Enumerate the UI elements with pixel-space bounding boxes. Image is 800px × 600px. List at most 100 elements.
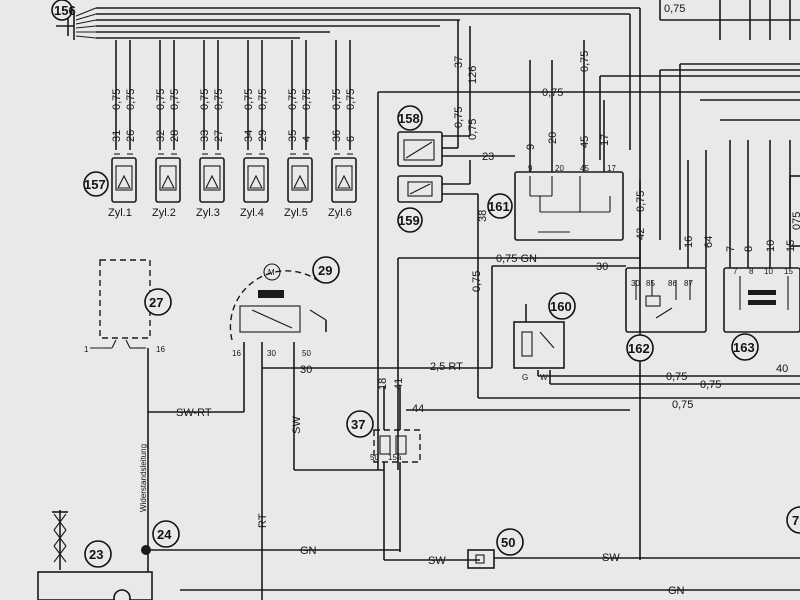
component-7 <box>786 506 800 534</box>
wire-42: 42 <box>635 228 647 240</box>
component-50 <box>496 528 524 556</box>
wire-size-top: 0,75 <box>664 3 685 15</box>
pin-161-20: 20 <box>555 164 564 173</box>
sensor-159: 159 38 0,75 <box>397 160 489 398</box>
injector-label: Zyl.1 <box>108 207 132 219</box>
wire-23: 23 <box>482 151 494 163</box>
pin-162-87: 87 <box>684 279 693 288</box>
component-157 <box>83 171 109 197</box>
component-50-label: 50 <box>501 535 515 550</box>
component-159-label: 159 <box>398 213 420 228</box>
pin-163-7: 7 <box>733 267 738 276</box>
injector-terminal-a: 35 <box>287 130 299 142</box>
component-161 <box>487 193 513 219</box>
wire-20: 20 <box>547 132 559 144</box>
injector-terminal-b: 28 <box>169 130 181 142</box>
pin-163-10: 10 <box>764 267 773 276</box>
injector-wire-size-b: 0,75 <box>213 89 225 110</box>
injector-wire-size-a: 0,75 <box>111 89 123 110</box>
component-37 <box>346 410 374 438</box>
bottom-section: 24 GN 23 GN <box>37 510 800 600</box>
pin-29-16: 16 <box>232 349 241 358</box>
wire-sw-29: SW <box>291 416 303 434</box>
component-160 <box>548 292 576 320</box>
component-23 <box>84 540 112 568</box>
wire-gn-bottom: GN <box>668 585 685 597</box>
wire-30-upper: 30 <box>596 261 608 273</box>
injector-terminal-b: 4 <box>301 136 313 142</box>
pin-160-w: W <box>540 373 548 382</box>
pin-163-15: 15 <box>784 267 793 276</box>
wire-rt: RT <box>257 513 269 528</box>
wire-64: 64 <box>703 236 715 248</box>
component-37-block: 37 50 15a 44 18 41 <box>346 378 630 561</box>
wire-126: 126 <box>467 66 479 84</box>
component-37-label: 37 <box>351 417 365 432</box>
motor-symbol: M <box>268 268 275 277</box>
pin-161-45: 45 <box>580 164 589 173</box>
injector-wire-size-b: 0,75 <box>169 89 181 110</box>
injector-wire-size-b: 0,75 <box>301 89 313 110</box>
injector-wire-size-b: 0,75 <box>345 89 357 110</box>
component-50-block: 50 SW SW 7 <box>428 506 800 569</box>
wire-8: 8 <box>743 246 755 252</box>
injector-terminal-b: 27 <box>213 130 225 142</box>
wire-42-size: 0,75 <box>635 191 647 212</box>
injector-label: Zyl.6 <box>328 207 352 219</box>
component-163-label: 163 <box>733 340 755 355</box>
pin-29-30: 30 <box>267 349 276 358</box>
injector-wire-size-a: 0,75 <box>331 89 343 110</box>
component-158 <box>397 105 423 131</box>
component-27-block: 27 1 16 Widerstandsleitung SW-RT <box>84 259 244 552</box>
wire-38: 38 <box>477 210 489 222</box>
ground-harness-156: 156 <box>51 0 640 40</box>
wire-far-right: 075 <box>791 212 800 230</box>
injector-label: Zyl.5 <box>284 207 308 219</box>
injector-terminal-b: 29 <box>257 130 269 142</box>
pin-161-9: 9 <box>528 164 533 173</box>
injector-label: Zyl.2 <box>152 207 176 219</box>
component-163 <box>731 333 759 361</box>
component-158-label: 158 <box>398 111 420 126</box>
pin-37-50: 50 <box>370 453 379 462</box>
wire-160-size-a: 0,75 <box>666 371 687 383</box>
injector-wire-size-a: 0,75 <box>287 89 299 110</box>
top-right-wires: 0,75 0,75 <box>377 0 800 560</box>
component-162 <box>626 334 654 362</box>
component-162-label: 162 <box>628 341 650 356</box>
wire-sw-rt: SW-RT <box>176 407 212 419</box>
starter-29: M 29 16 30 50 30 2,5 RT SW RT <box>229 256 492 600</box>
wire-9: 9 <box>525 144 537 150</box>
injector-wire-size-b: 0,75 <box>257 89 269 110</box>
pin-160-g: G <box>522 373 528 382</box>
injector-terminal-a: 32 <box>155 130 167 142</box>
injectors-157: 157 <box>83 171 109 197</box>
wire-sw-50-right: SW <box>602 552 620 564</box>
wire-38-size: 0,75 <box>471 271 483 292</box>
wire-37: 37 <box>453 56 465 68</box>
injector-label: Zyl.3 <box>196 207 220 219</box>
injector-terminal-a: 33 <box>199 130 211 142</box>
component-163-block: 163 7 8 10 15 7 8 10 15 075 <box>723 140 800 361</box>
component-156-label: 156 <box>54 3 76 18</box>
wire-7: 7 <box>725 246 737 252</box>
component-160-block: 160 G W 0,75 0,75 40 0,75 <box>478 292 800 411</box>
component-156 <box>51 0 73 21</box>
injector-terminal-b: 6 <box>345 136 357 142</box>
pin-162-30: 30 <box>631 279 640 288</box>
wire-17: 17 <box>599 134 611 146</box>
component-7-label: 7 <box>792 513 799 528</box>
wire-18: 18 <box>377 378 389 390</box>
injector-label: Zyl.4 <box>240 207 264 219</box>
wire-45-size: 0,75 <box>579 51 591 72</box>
wire-44: 44 <box>412 403 424 415</box>
wire-sw-50-left: SW <box>428 555 446 567</box>
wire-41: 41 <box>393 378 405 390</box>
pin-27-16: 16 <box>156 345 165 354</box>
